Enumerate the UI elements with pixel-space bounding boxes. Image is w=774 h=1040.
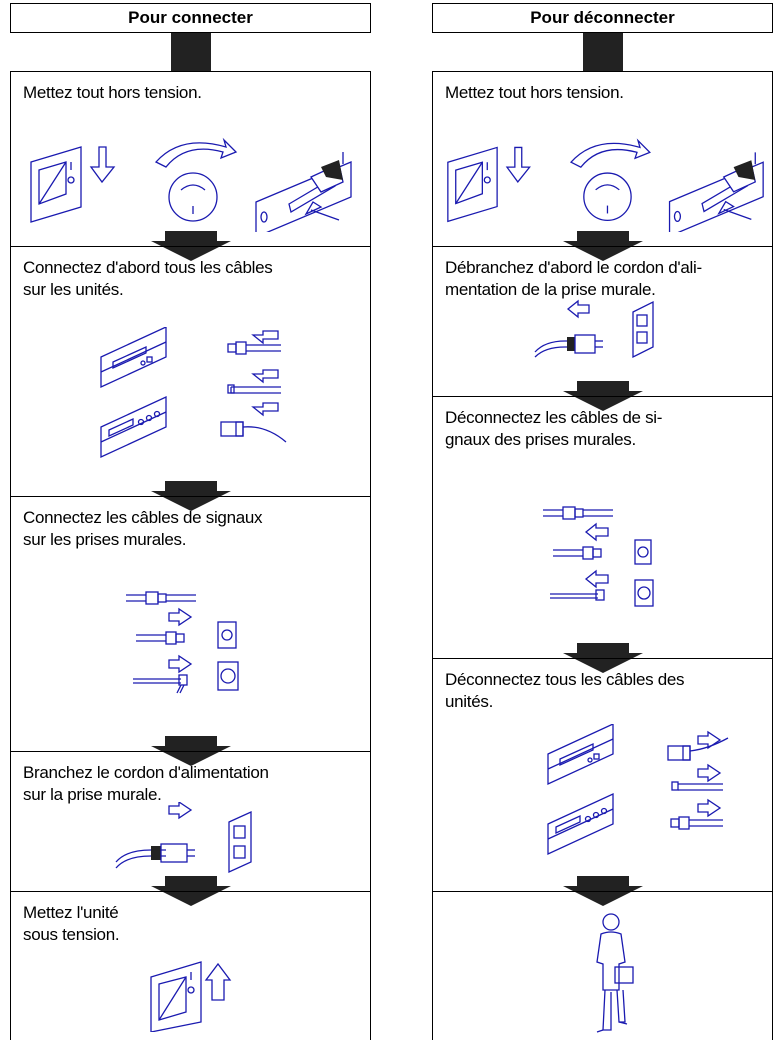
disconnect-step-1: Mettez tout hors tension. bbox=[432, 71, 773, 246]
header-connector bbox=[583, 33, 623, 71]
connect-column: Pour connecter Mettez tout hors tension. bbox=[10, 3, 371, 1040]
disconnect-column: Pour déconnecter Mettez tout hors tensio… bbox=[432, 3, 773, 1040]
connect-step-1: Mettez tout hors tension. bbox=[10, 71, 371, 246]
step-text: Connectez d'abord tous les câbles sur le… bbox=[23, 258, 273, 299]
disconnect-step-5 bbox=[432, 891, 773, 1040]
header-connector bbox=[171, 33, 211, 71]
step-text: Branchez le cordon d'alimentation sur la… bbox=[23, 763, 269, 804]
person-carrying-unit-icon bbox=[596, 913, 634, 1033]
signal-cables-illustration bbox=[126, 591, 239, 694]
connect-title: Pour connecter bbox=[10, 3, 371, 33]
step-text: Déconnectez tous les câbles des unités. bbox=[445, 670, 685, 711]
step-text: Connectez les câbles de signaux sur les … bbox=[23, 508, 263, 549]
power-switches-illustration bbox=[30, 137, 352, 232]
connect-step-2: Connectez d'abord tous les câbles sur le… bbox=[10, 246, 371, 496]
disconnect-step-2: Débranchez d'abord le cordon d'ali- ment… bbox=[432, 246, 773, 396]
step-text: Mettez tout hors tension. bbox=[445, 83, 624, 102]
connect-step-3: Connectez les câbles de signaux sur les … bbox=[10, 496, 371, 751]
step-text: Mettez l'unité sous tension. bbox=[23, 903, 120, 944]
connect-step-5: Mettez l'unité sous tension. bbox=[10, 891, 371, 1040]
disconnect-step-4: Déconnectez tous les câbles des unités. bbox=[432, 658, 773, 891]
unplug-power-cord-illustration bbox=[534, 299, 654, 359]
disconnect-step-3: Déconnectez les câbles de si- gnaux des … bbox=[432, 396, 773, 658]
connect-step-4: Branchez le cordon d'alimentation sur la… bbox=[10, 751, 371, 891]
devices-cables-illustration bbox=[100, 327, 287, 459]
step-text: Déconnectez les câbles de si- gnaux des … bbox=[445, 408, 663, 449]
signal-cables-illustration bbox=[543, 506, 654, 607]
power-switches-illustration bbox=[447, 138, 764, 232]
power-cord-illustration bbox=[115, 802, 252, 874]
step-text: Débranchez d'abord le cordon d'ali- ment… bbox=[445, 258, 702, 299]
power-on-illustration bbox=[150, 961, 232, 1032]
disconnect-title: Pour déconnecter bbox=[432, 3, 773, 33]
devices-cables-illustration bbox=[547, 724, 729, 856]
step-text: Mettez tout hors tension. bbox=[23, 83, 202, 102]
